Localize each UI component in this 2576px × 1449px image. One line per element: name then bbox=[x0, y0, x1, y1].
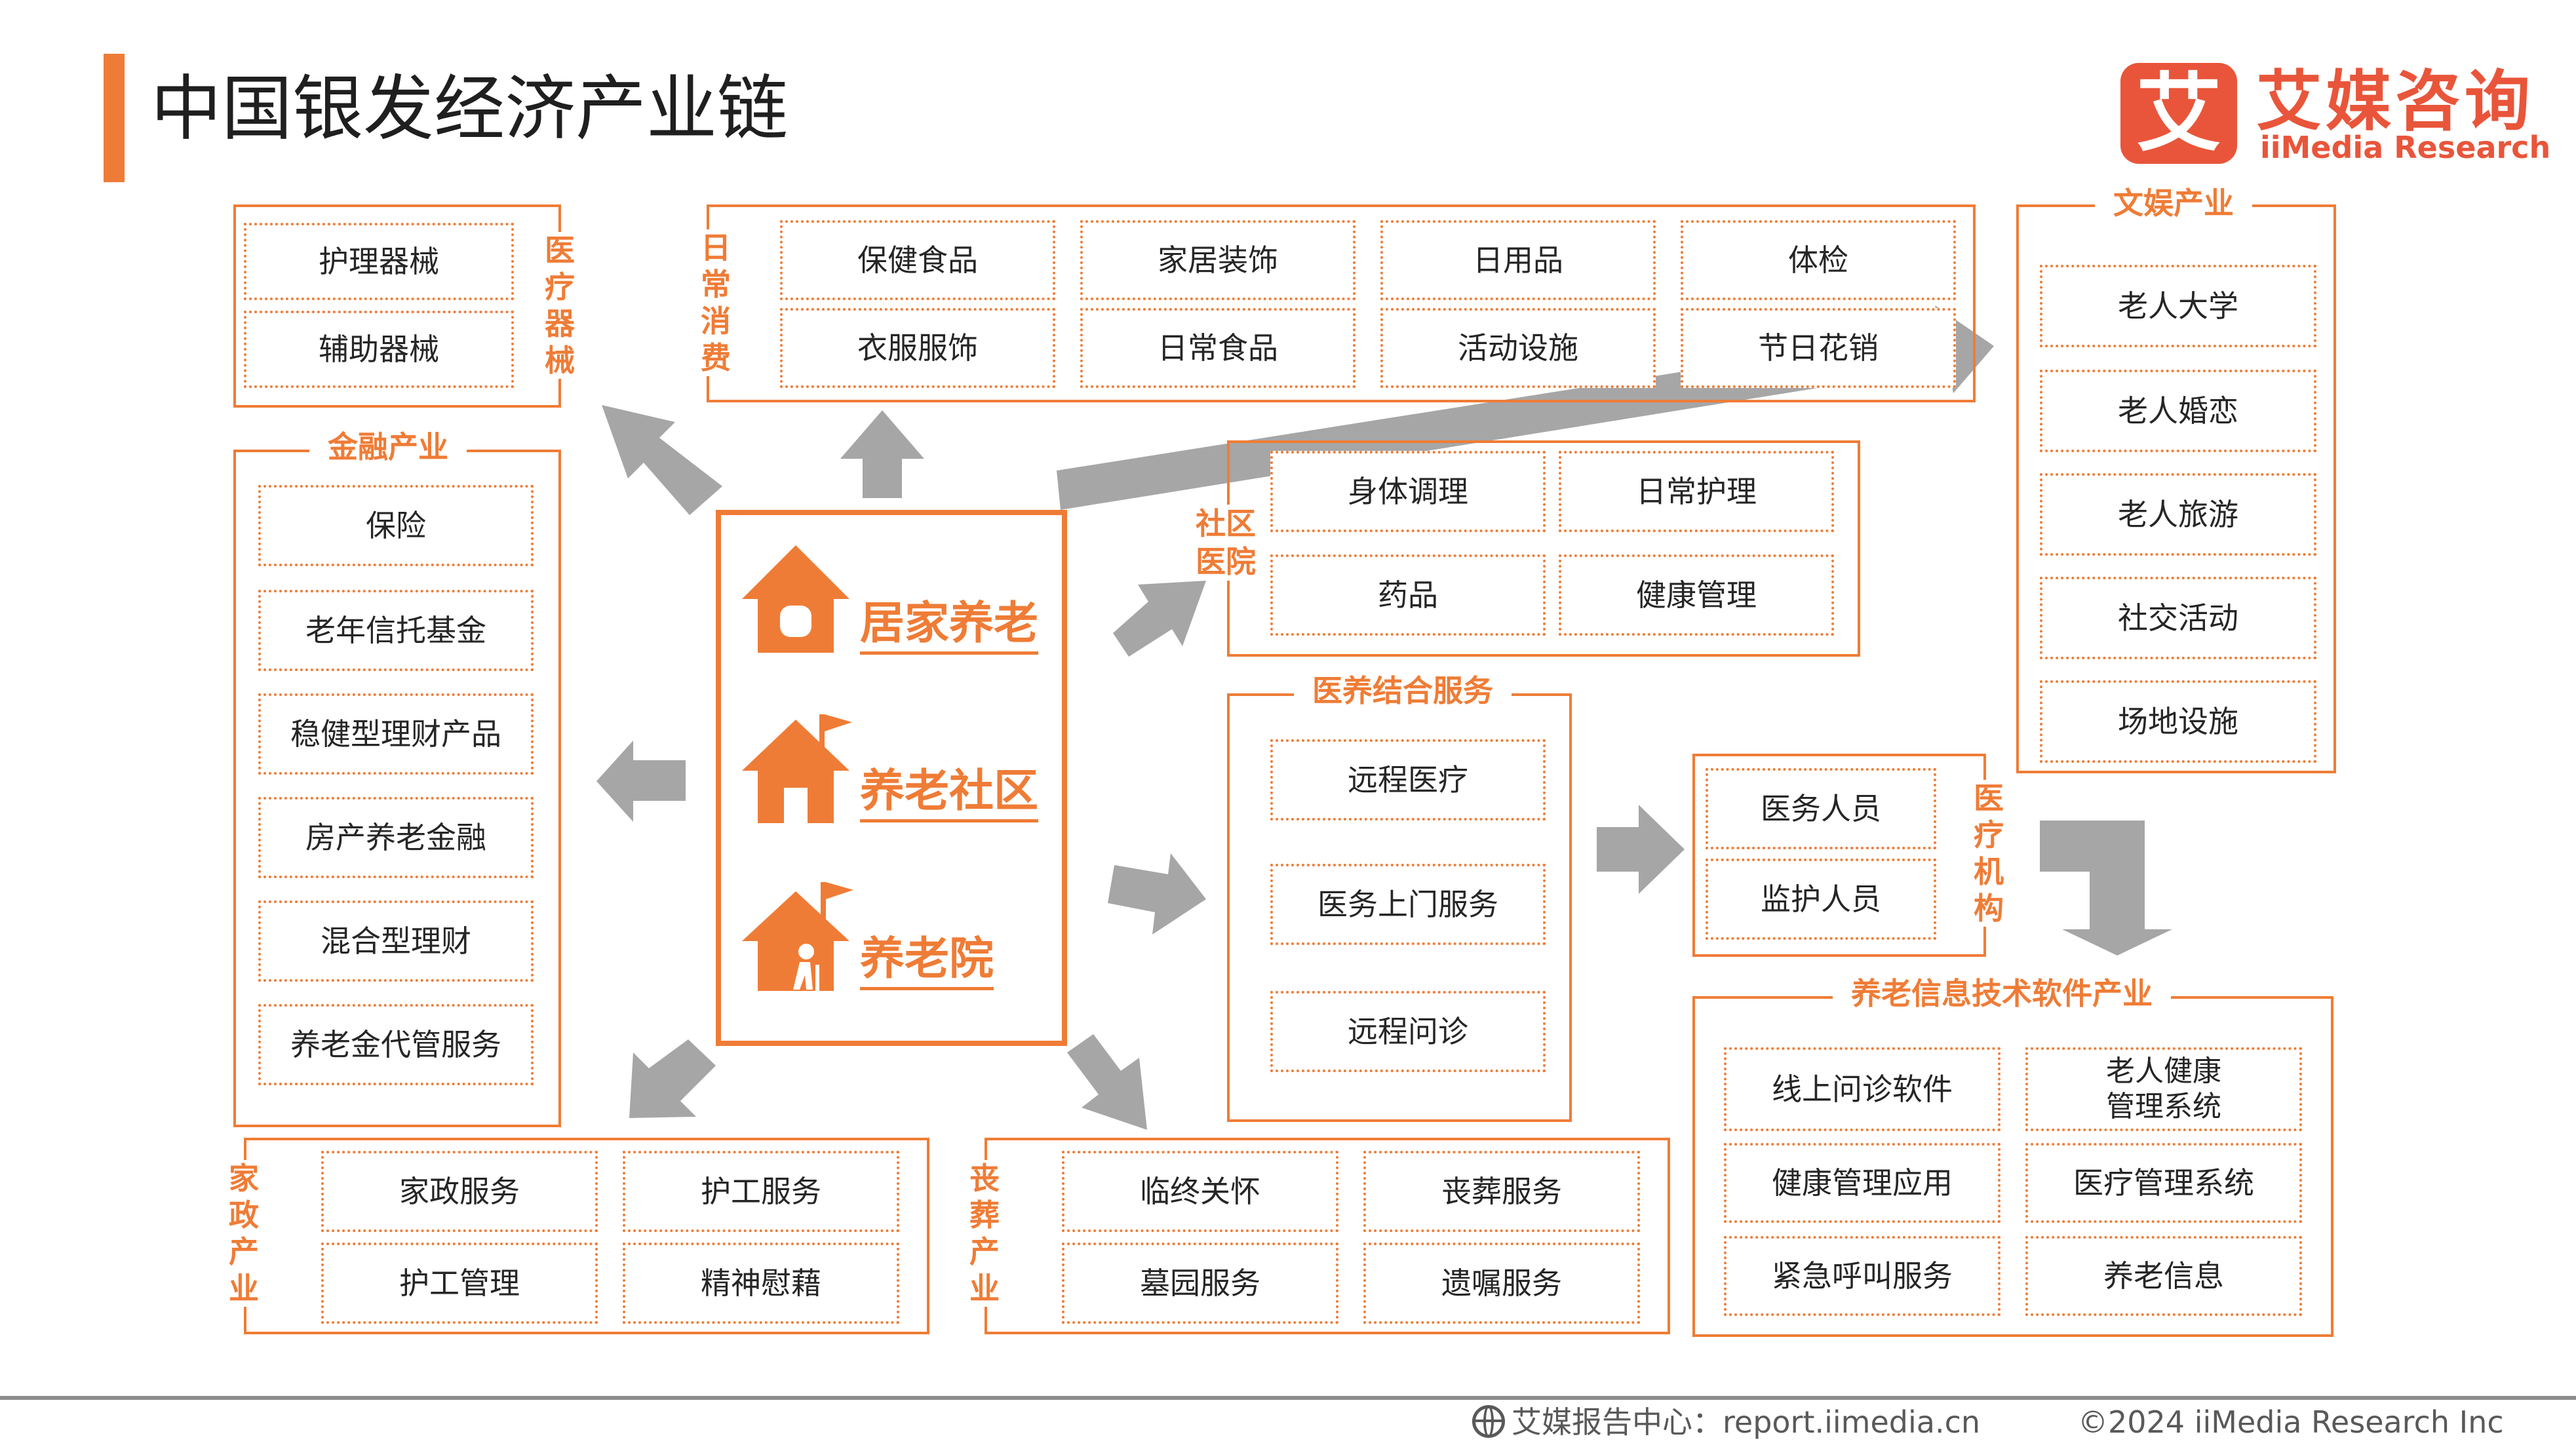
item-health-management: 健康管理 bbox=[1559, 554, 1834, 636]
title-accent-bar bbox=[104, 54, 125, 182]
item-senior-university: 老人大学 bbox=[2040, 265, 2316, 347]
funeral-label: 丧葬产业 bbox=[966, 1160, 1003, 1307]
item-social-activities: 社交活动 bbox=[2040, 577, 2316, 659]
footer-copyright: ©2024 iiMedia Research Inc bbox=[2078, 1404, 2504, 1440]
item-physical-exam: 体检 bbox=[1681, 220, 1956, 300]
footer-source-text: 艾媒报告中心：report.iimedia.cn bbox=[1512, 1404, 1981, 1440]
item-clothing: 衣服服饰 bbox=[780, 308, 1055, 388]
arrow-to-it-software bbox=[2040, 821, 2172, 956]
nursing-home-icon bbox=[742, 882, 853, 991]
item-cemetery-service: 墓园服务 bbox=[1062, 1243, 1338, 1324]
item-property-pension-finance: 房产养老金融 bbox=[258, 797, 534, 878]
item-will-service: 遗嘱服务 bbox=[1363, 1243, 1640, 1324]
item-assistive-equipment: 辅助器械 bbox=[244, 311, 514, 388]
entertainment-label: 文娱产业 bbox=[2095, 185, 2252, 222]
item-home-decor: 家居装饰 bbox=[1080, 220, 1356, 300]
medical-institution-label: 医疗机构 bbox=[1970, 780, 2007, 927]
item-senior-trust-fund: 老年信托基金 bbox=[258, 590, 534, 671]
item-senior-dating: 老人婚恋 bbox=[2040, 370, 2316, 452]
item-health-food: 保健食品 bbox=[780, 220, 1055, 300]
logo-glyph: 艾 bbox=[2136, 64, 2221, 163]
arrow-to-funeral bbox=[1067, 1034, 1147, 1130]
nursing-home-label: 养老院 bbox=[860, 933, 994, 990]
item-daily-necessities: 日用品 bbox=[1380, 220, 1656, 300]
community-house-icon bbox=[742, 714, 852, 823]
item-caregiver-service: 护工服务 bbox=[623, 1151, 899, 1232]
arrow-to-community-hospital bbox=[1113, 581, 1206, 657]
item-hybrid-wealth: 混合型理财 bbox=[258, 900, 534, 982]
item-funeral-service: 丧葬服务 bbox=[1363, 1151, 1640, 1232]
item-venue-facilities: 场地设施 bbox=[2040, 680, 2316, 763]
page-title: 中国银发经济产业链 bbox=[151, 68, 789, 150]
arrow-to-medical-care-service bbox=[1108, 853, 1206, 935]
footer-source: 艾媒报告中心：report.iimedia.cn bbox=[1472, 1402, 1980, 1442]
item-stable-wealth-products: 稳健型理财产品 bbox=[258, 693, 534, 775]
item-pension-custody: 养老金代管服务 bbox=[258, 1004, 534, 1085]
item-health-app: 健康管理应用 bbox=[1724, 1143, 2000, 1223]
housekeeping-label: 家政产业 bbox=[225, 1160, 262, 1307]
home-care-label: 居家养老 bbox=[860, 598, 1039, 655]
daily-consumption-label: 日常消费 bbox=[697, 229, 734, 376]
logo-text-en: iiMedia Research bbox=[2260, 130, 2551, 165]
item-housekeeping-service: 家政服务 bbox=[321, 1151, 598, 1232]
item-spiritual-comfort: 精神慰藉 bbox=[623, 1243, 899, 1324]
item-remote-consultation: 远程问诊 bbox=[1270, 991, 1546, 1072]
item-senior-travel: 老人旅游 bbox=[2040, 473, 2316, 556]
item-daily-nursing: 日常护理 bbox=[1559, 451, 1834, 532]
item-daily-food: 日常食品 bbox=[1080, 308, 1356, 388]
arrow-to-medical-devices bbox=[602, 405, 722, 515]
it-software-label: 养老信息技术软件产业 bbox=[1833, 975, 2171, 1012]
item-elderly-info: 养老信息 bbox=[2025, 1236, 2302, 1316]
item-caregivers: 监护人员 bbox=[1706, 859, 1936, 940]
item-home-medical-visit: 医务上门服务 bbox=[1270, 864, 1546, 945]
medical-care-service-label: 医养结合服务 bbox=[1294, 672, 1512, 709]
item-hospice-care: 临终关怀 bbox=[1062, 1151, 1338, 1232]
elderly-community-label: 养老社区 bbox=[860, 765, 1039, 822]
item-medical-staff: 医务人员 bbox=[1706, 768, 1936, 849]
item-medical-management-system: 医疗管理系统 bbox=[2025, 1143, 2302, 1223]
item-insurance: 保险 bbox=[258, 485, 534, 566]
community-hospital-label: 社区医院 bbox=[1185, 505, 1266, 581]
medical-devices-label: 医疗器械 bbox=[541, 232, 578, 379]
item-medicine: 药品 bbox=[1270, 554, 1546, 636]
item-caregiver-management: 护工管理 bbox=[321, 1243, 598, 1324]
footer-divider bbox=[0, 1396, 2576, 1400]
item-nursing-equipment: 护理器械 bbox=[244, 223, 514, 300]
finance-label: 金融产业 bbox=[309, 429, 467, 465]
arrow-to-finance bbox=[596, 741, 686, 822]
arrow-to-housekeeping bbox=[629, 1039, 716, 1118]
house-icon bbox=[742, 545, 849, 653]
logo-mark bbox=[2120, 63, 2237, 164]
item-holiday-spending: 节日花销 bbox=[1681, 308, 1956, 388]
logo-text-cn: 艾媒咨询 bbox=[2256, 63, 2534, 140]
item-activity-facilities: 活动设施 bbox=[1380, 308, 1656, 388]
item-emergency-call: 紧急呼叫服务 bbox=[1724, 1236, 2000, 1316]
item-telemedicine: 远程医疗 bbox=[1270, 739, 1546, 821]
item-senior-health-system: 老人健康管理系统 bbox=[2025, 1047, 2302, 1131]
arrow-to-medical-institution bbox=[1597, 805, 1685, 894]
item-body-conditioning: 身体调理 bbox=[1270, 451, 1546, 532]
globe-icon bbox=[1472, 1405, 1505, 1438]
item-online-consult-software: 线上问诊软件 bbox=[1724, 1047, 2000, 1131]
arrow-to-daily-consumption bbox=[840, 410, 924, 498]
